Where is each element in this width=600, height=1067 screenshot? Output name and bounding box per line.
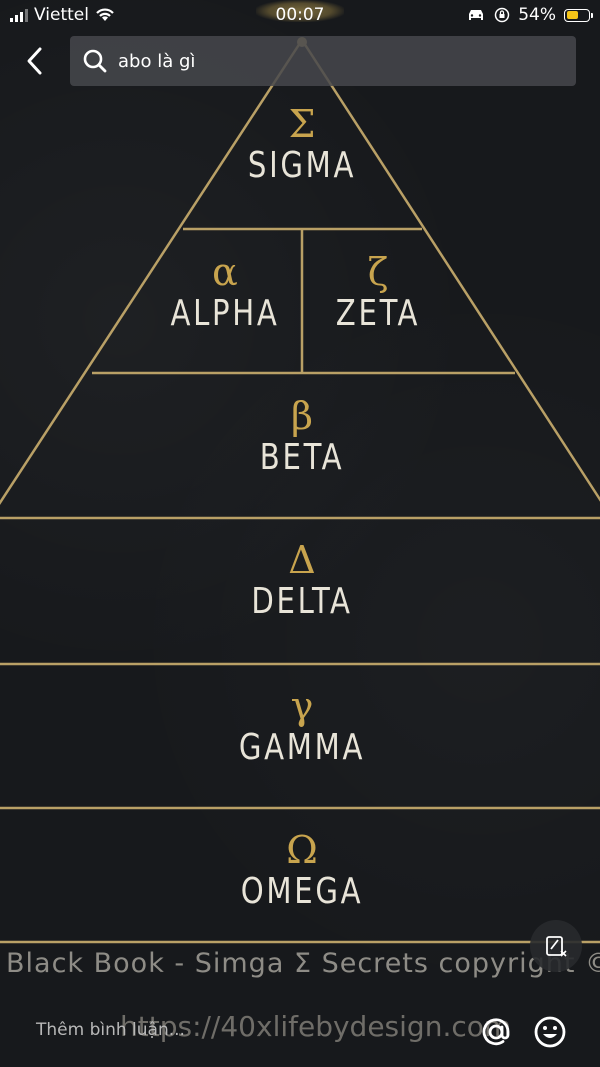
clock: 00:07	[275, 5, 325, 25]
pyramid-left-edge	[0, 39, 304, 505]
gamma-label: GAMMA	[238, 727, 366, 768]
beta-symbol: β	[291, 394, 313, 438]
status-bar: Viettel 00:07 54%	[0, 0, 600, 32]
gamma-symbol: γ	[290, 684, 314, 728]
tier-alpha: α ALPHA	[130, 252, 320, 336]
search-bar[interactable]	[70, 36, 576, 86]
top-emblem	[256, 0, 344, 22]
beta-label: BETA	[259, 437, 345, 478]
sigma-label: SIGMA	[247, 145, 357, 186]
alpha-label: ALPHA	[170, 293, 280, 334]
status-right: 54%	[466, 5, 593, 25]
omega-label: OMEGA	[240, 871, 364, 912]
video-url-text: https://40xlifebydesign.com	[120, 1010, 512, 1043]
video-credit-text: Black Book - Simga Σ Secrets copyright ©	[6, 948, 600, 979]
delta-label: DELTA	[251, 581, 353, 622]
tier-sigma: Σ SIGMA	[202, 104, 402, 188]
tier-gamma: γ GAMMA	[202, 686, 402, 770]
edit-note-icon	[546, 936, 567, 957]
search-input[interactable]	[116, 49, 540, 73]
battery-icon	[564, 8, 593, 22]
tier-zeta: ζ ZETA	[298, 252, 458, 336]
carrier-name: Viettel	[34, 5, 89, 25]
zeta-label: ZETA	[335, 293, 421, 334]
sigma-symbol: Σ	[288, 102, 316, 146]
at-icon[interactable]	[478, 1014, 514, 1050]
search-icon	[83, 49, 107, 73]
status-left: Viettel	[10, 5, 115, 25]
smiley-icon[interactable]	[532, 1014, 568, 1050]
edit-button[interactable]	[530, 920, 582, 972]
orientation-lock-icon	[494, 7, 510, 23]
battery-percent: 54%	[518, 5, 556, 25]
pyramid-right-edge	[300, 39, 600, 502]
tier-delta: Δ DELTA	[202, 540, 402, 624]
signal-icon	[10, 8, 28, 22]
chevron-left-icon	[27, 47, 42, 75]
tier-omega: Ω OMEGA	[202, 830, 402, 914]
tier-beta: β BETA	[202, 396, 402, 480]
zeta-symbol: ζ	[367, 250, 389, 294]
wifi-icon	[96, 8, 114, 21]
back-button[interactable]	[18, 44, 52, 78]
comment-input[interactable]: Thêm bình luận...	[36, 1020, 185, 1040]
alpha-symbol: α	[212, 250, 238, 294]
delta-symbol: Δ	[288, 538, 316, 582]
omega-symbol: Ω	[286, 828, 318, 872]
car-icon	[469, 10, 484, 20]
battery-fill	[566, 11, 578, 19]
